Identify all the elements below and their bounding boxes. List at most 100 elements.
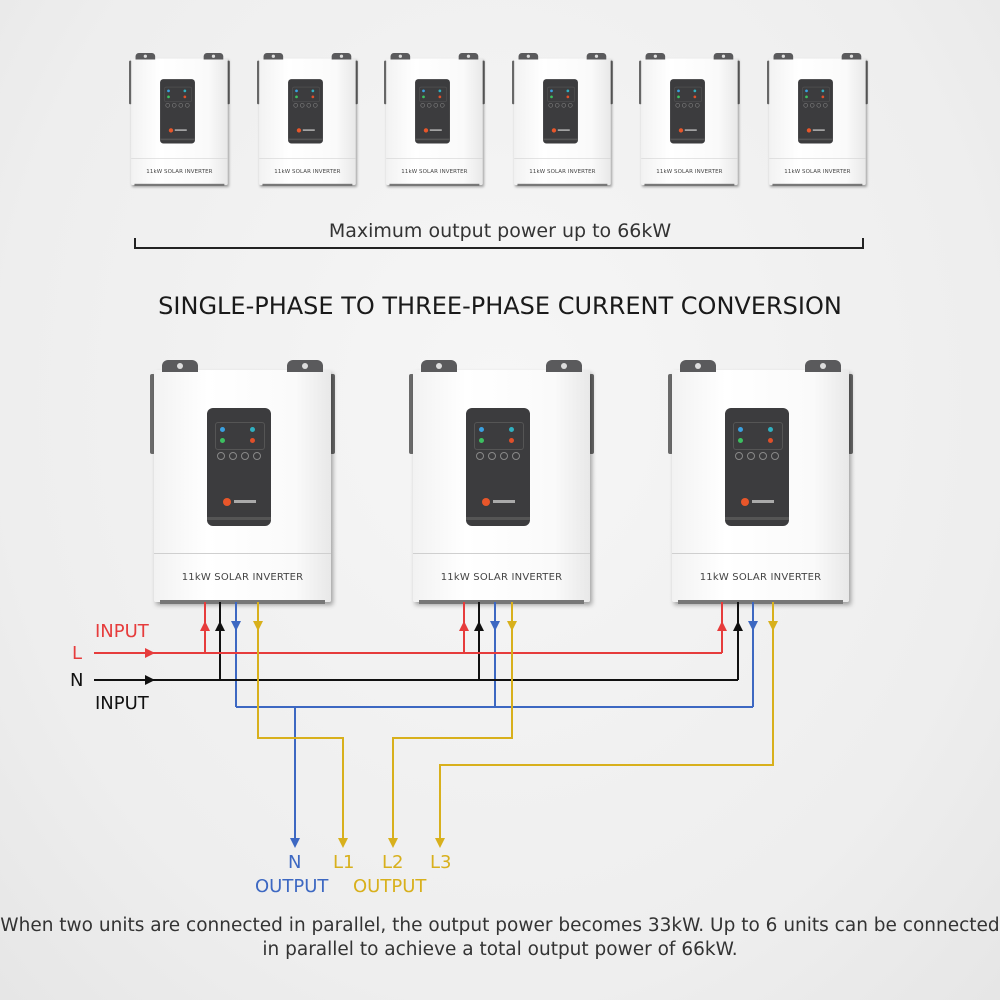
parallel-note: When two units are connected in parallel…: [0, 915, 1000, 960]
n-input-label: N: [70, 670, 84, 691]
control-panel: [725, 408, 789, 526]
brand-logo-text: [174, 129, 187, 131]
panel-button-icon: [253, 452, 261, 460]
panel-button-icon: [561, 103, 566, 108]
mounting-tab: [805, 360, 841, 372]
arrow-up-icon: [733, 621, 743, 631]
status-led-icon: [738, 427, 743, 432]
status-led-icon: [479, 438, 484, 443]
mounting-tab: [263, 53, 284, 60]
side-handle: [589, 374, 594, 454]
panel-button-icon: [427, 103, 432, 108]
panel-button-icon: [759, 452, 767, 460]
inverter-label: 11kW SOLAR INVERTER: [401, 168, 468, 175]
panel-stripe: [543, 138, 578, 141]
status-led-icon: [183, 95, 187, 99]
panel-button-icon: [165, 103, 170, 108]
status-led-icon: [805, 95, 808, 99]
solar-inverter: 11kW SOLAR INVERTER: [639, 53, 740, 187]
inverter-label: 11kW SOLAR INVERTER: [656, 168, 723, 175]
mounting-tab: [458, 53, 479, 60]
mounting-tab: [518, 53, 539, 60]
arrow-up-icon: [215, 621, 225, 631]
status-led-icon: [295, 89, 298, 93]
solar-inverter: 11kW SOLAR INVERTER: [150, 360, 335, 605]
divider: [769, 158, 866, 159]
range-bracket: [134, 238, 864, 249]
terminal-strip: [419, 600, 584, 604]
panel-button-icon: [500, 452, 508, 460]
status-led-icon: [438, 89, 442, 93]
panel-button-icon: [695, 103, 700, 108]
diagram-title: SINGLE-PHASE TO THREE-PHASE CURRENT CONV…: [158, 292, 842, 320]
mounting-tab: [546, 360, 582, 372]
solar-inverter: 11kW SOLAR INVERTER: [257, 53, 358, 187]
solar-inverter: 11kW SOLAR INVERTER: [767, 53, 868, 187]
arrow-down-icon: [435, 838, 445, 848]
mounting-tab: [713, 53, 734, 60]
side-handle: [129, 60, 132, 105]
status-led-icon: [167, 89, 170, 93]
terminal-strip: [517, 183, 608, 186]
max-output-caption: Maximum output power up to 66kW: [328, 220, 672, 242]
divider: [413, 553, 590, 554]
arrow-right-icon: [145, 675, 155, 685]
arrow-down-icon: [290, 838, 300, 848]
brand-logo-text: [557, 129, 570, 131]
panel-button-icon: [682, 103, 687, 108]
panel-button-icon: [313, 103, 318, 108]
inverter-label: 11kW SOLAR INVERTER: [529, 168, 596, 175]
control-panel: [543, 79, 578, 144]
status-led-icon: [677, 95, 680, 99]
panel-stripe: [725, 517, 789, 520]
status-led-icon: [821, 95, 825, 99]
side-handle: [482, 60, 485, 105]
mounting-tab: [331, 53, 352, 60]
l2-output-wire: [392, 602, 513, 845]
inverter-label: 11kW SOLAR INVERTER: [146, 168, 213, 175]
side-handle: [355, 60, 358, 105]
side-handle: [737, 60, 740, 105]
solar-inverter: 11kW SOLAR INVERTER: [129, 53, 230, 187]
status-display: [215, 422, 265, 450]
arrow-down-icon: [338, 838, 348, 848]
status-led-icon: [768, 427, 773, 432]
brand-logo-icon: [168, 128, 174, 133]
brand-logo-icon: [741, 498, 749, 506]
terminal-strip: [772, 183, 863, 186]
arrow-down-icon: [388, 838, 398, 848]
mounting-tab: [586, 53, 607, 60]
side-handle: [639, 60, 642, 105]
panel-button-icon: [688, 103, 693, 108]
brand-logo-icon: [296, 128, 302, 133]
status-led-icon: [550, 95, 553, 99]
status-led-icon: [422, 95, 425, 99]
status-led-icon: [295, 95, 298, 99]
divider: [672, 553, 849, 554]
status-display: [164, 86, 192, 103]
arrow-up-icon: [474, 621, 484, 631]
status-led-icon: [183, 89, 187, 93]
panel-button-icon: [747, 452, 755, 460]
status-led-icon: [738, 438, 743, 443]
divider: [641, 158, 738, 159]
panel-button-icon: [293, 103, 298, 108]
panel-button-icon: [178, 103, 183, 108]
divider: [386, 158, 483, 159]
side-handle: [257, 60, 260, 105]
brand-logo-icon: [806, 128, 812, 133]
arrow-down-icon: [748, 621, 758, 631]
solar-inverter: 11kW SOLAR INVERTER: [384, 53, 485, 187]
l3-output-wire: [439, 602, 774, 845]
solar-inverter: 11kW SOLAR INVERTER: [668, 360, 853, 605]
mounting-tab: [421, 360, 457, 372]
panel-button-icon: [488, 452, 496, 460]
panel-button-icon: [306, 103, 311, 108]
brand-logo-text: [812, 129, 825, 131]
arrow-up-icon: [459, 621, 469, 631]
mounting-tab: [287, 360, 323, 372]
control-panel: [415, 79, 450, 144]
panel-button-icon: [555, 103, 560, 108]
brand-logo-icon: [423, 128, 429, 133]
